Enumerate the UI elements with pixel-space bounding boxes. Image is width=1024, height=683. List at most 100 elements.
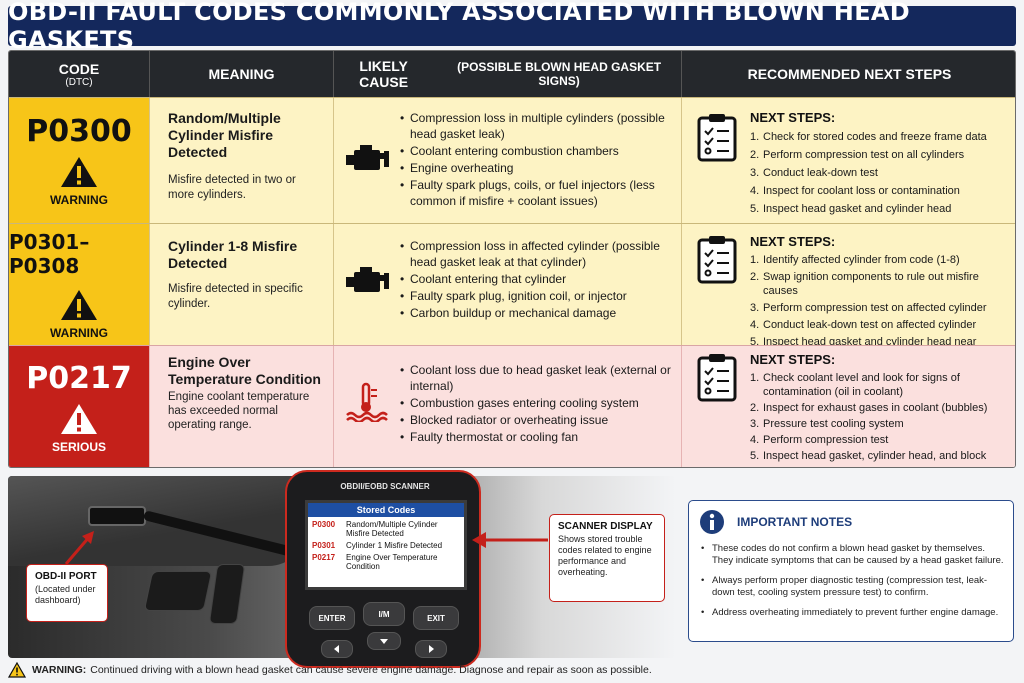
notes-header: IMPORTANT NOTES: [699, 509, 852, 535]
list-item: Compression loss in multiple cylinders (…: [400, 110, 675, 142]
brake-pedal: [143, 571, 213, 611]
cause-list: Compression loss in multiple cylinders (…: [400, 110, 675, 210]
list-item: Always perform proper diagnostic testing…: [701, 575, 1005, 599]
warning-triangle-icon: [61, 404, 97, 434]
meaning-title: Random/Multiple Cylinder Misfire Detecte…: [168, 110, 281, 160]
meaning-cell: Engine Over Temperature Condition Engine…: [150, 346, 334, 467]
header-steps: RECOMMENDED NEXT STEPS: [682, 51, 1015, 97]
coolant-temperature-icon: [346, 382, 388, 422]
list-item: Coolant entering that cylinder: [400, 271, 675, 287]
title-banner: OBD-II FAULT CODES COMMONLY ASSOCIATED W…: [8, 0, 1016, 54]
scanner-screen: Stored Codes P0300 Random/Multiple Cylin…: [305, 500, 467, 590]
cause-cell: Compression loss in affected cylinder (p…: [334, 224, 682, 345]
warning-triangle-icon: [8, 662, 26, 678]
steps-cell: NEXT STEPS: 1.Check for stored codes and…: [682, 98, 1015, 223]
warning-triangle-icon: [61, 289, 97, 320]
list-item: 1.Check for stored codes and freeze fram…: [750, 131, 987, 143]
screen-code-desc: Engine Over Temperature Condition: [346, 553, 438, 571]
table-header: CODE (DTC) MEANING LIKELY CAUSE (POSSIBL…: [9, 51, 1015, 97]
list-item: 3.Perform compression test on affected c…: [750, 302, 987, 314]
cause-list: Coolant loss due to head gasket leak (ex…: [400, 362, 675, 446]
list-item: 1.Check coolant level and look for signs…: [750, 371, 1013, 399]
list-item: P0301 Cylinder 1 Misfire Detected: [308, 538, 464, 550]
footer-warning: WARNING: Continued driving with a blown …: [8, 660, 1016, 680]
down-arrow-button[interactable]: [367, 632, 401, 650]
step-text: Perform compression test: [763, 434, 889, 446]
engine-icon: [346, 145, 389, 170]
meaning-cell: Random/Multiple Cylinder Misfire Detecte…: [150, 98, 334, 223]
list-item: 4.Inspect for coolant loss or contaminat…: [750, 185, 960, 197]
list-item: Carbon buildup or mechanical damage: [400, 305, 675, 321]
steps-heading: NEXT STEPS:: [750, 352, 836, 367]
dtc-code: P0217: [26, 361, 132, 396]
header-steps-label: RECOMMENDED NEXT STEPS: [747, 66, 952, 82]
scanner-display-callout: SCANNER DISPLAY Shows stored trouble cod…: [549, 514, 665, 602]
exit-button[interactable]: EXIT: [413, 606, 459, 630]
list-item: Combustion gases entering cooling system: [400, 395, 675, 411]
info-icon: [700, 510, 724, 534]
code-cell: P0217 SERIOUS: [9, 346, 150, 467]
engine-icon: [346, 267, 389, 292]
steps-list: 1.Check for stored codes and freeze fram…: [750, 130, 1013, 220]
step-text: Check coolant level and look for signs o…: [763, 372, 960, 398]
steps-cell: NEXT STEPS: 1.Check coolant level and lo…: [682, 346, 1015, 467]
callout-description: (Located under dashboard): [35, 584, 96, 605]
footer-warning-text: Continued driving with a blown head gask…: [90, 664, 652, 676]
list-item: 5.Inspect head gasket and cylinder head: [750, 203, 952, 215]
meaning-description: Engine coolant temperature has exceeded …: [168, 391, 310, 431]
callout-title: OBD-II PORT: [35, 571, 97, 582]
meaning-description: Misfire detected in two or more cylinder…: [168, 174, 296, 201]
list-item: 4.Perform compression test: [750, 434, 889, 446]
dtc-code: P0300: [26, 114, 132, 149]
steps-heading: NEXT STEPS:: [750, 110, 836, 125]
list-item: Blocked radiator or overheating issue: [400, 412, 675, 428]
severity-label: WARNING: [50, 193, 108, 207]
list-item: Engine overheating: [400, 160, 675, 176]
dtc-code: P0301–P0308: [9, 229, 90, 278]
header-meaning-label: MEANING: [208, 66, 275, 82]
header-code-sub: (DTC): [65, 76, 93, 88]
left-arrow-button[interactable]: [321, 640, 353, 658]
step-text: Inspect head gasket and cylinder head: [763, 203, 952, 215]
header-code: CODE (DTC): [9, 51, 150, 97]
checklist-icon: [697, 114, 737, 162]
code-cell: P0300 WARNING: [9, 98, 150, 223]
severity-label: WARNING: [50, 325, 108, 340]
callout-description: Shows stored trouble codes related to en…: [558, 534, 652, 577]
enter-button[interactable]: ENTER: [309, 606, 355, 630]
step-text: Inspect for exhaust gases in coolant (bu…: [763, 402, 988, 414]
list-item: Faulty spark plugs, coils, or fuel injec…: [400, 177, 675, 209]
right-arrow-button[interactable]: [415, 640, 447, 658]
port-arrow: [64, 531, 94, 565]
list-item: 2.Perform compression test on all cylind…: [750, 149, 965, 161]
callout-title: SCANNER DISPLAY: [558, 521, 653, 532]
meaning-cell: Cylinder 1-8 Misfire Detected Misfire de…: [150, 224, 334, 345]
fault-code-table: CODE (DTC) MEANING LIKELY CAUSE (POSSIBL…: [8, 50, 1016, 468]
list-item: 2.Inspect for exhaust gases in coolant (…: [750, 402, 988, 414]
screen-code: P0300: [312, 520, 336, 529]
list-item: Faulty thermostat or cooling fan: [400, 429, 675, 445]
list-item: 4.Conduct leak-down test on affected cyl…: [750, 319, 977, 331]
down-arrow-icon: [380, 639, 388, 644]
meaning-title: Cylinder 1-8 Misfire Detected: [168, 238, 298, 271]
step-text: Swap ignition components to rule out mis…: [763, 271, 979, 297]
left-arrow-icon: [334, 645, 339, 653]
notes-title: IMPORTANT NOTES: [737, 515, 853, 529]
list-item: Coolant entering combustion chambers: [400, 143, 675, 159]
step-text: Perform compression test on all cylinder…: [763, 149, 965, 161]
list-item: These codes do not confirm a blown head …: [701, 543, 1005, 567]
screen-code-desc: Cylinder 1 Misfire Detected: [346, 541, 443, 550]
step-text: Check for stored codes and freeze frame …: [763, 131, 987, 143]
obd-scanner-device: OBDII/EOBD SCANNER Stored Codes P0300 Ra…: [285, 470, 481, 668]
meaning-title: Engine Over Temperature Condition: [168, 354, 321, 387]
gas-pedal: [208, 564, 246, 624]
steps-list: 1.Check coolant level and look for signs…: [750, 371, 1013, 465]
im-button[interactable]: I/M: [363, 602, 405, 626]
table-row: P0217 SERIOUS Engine Over Temperature Co…: [9, 345, 1015, 467]
screen-code: P0217: [312, 553, 336, 562]
obd-port-callout: OBD-II PORT (Located under dashboard): [26, 564, 108, 622]
screen-code: P0301: [312, 541, 336, 550]
header-cause: LIKELY CAUSE (POSSIBLE BLOWN HEAD GASKET…: [334, 51, 682, 97]
warning-triangle-icon: [61, 157, 97, 187]
list-item: 3.Conduct leak-down test: [750, 167, 878, 179]
